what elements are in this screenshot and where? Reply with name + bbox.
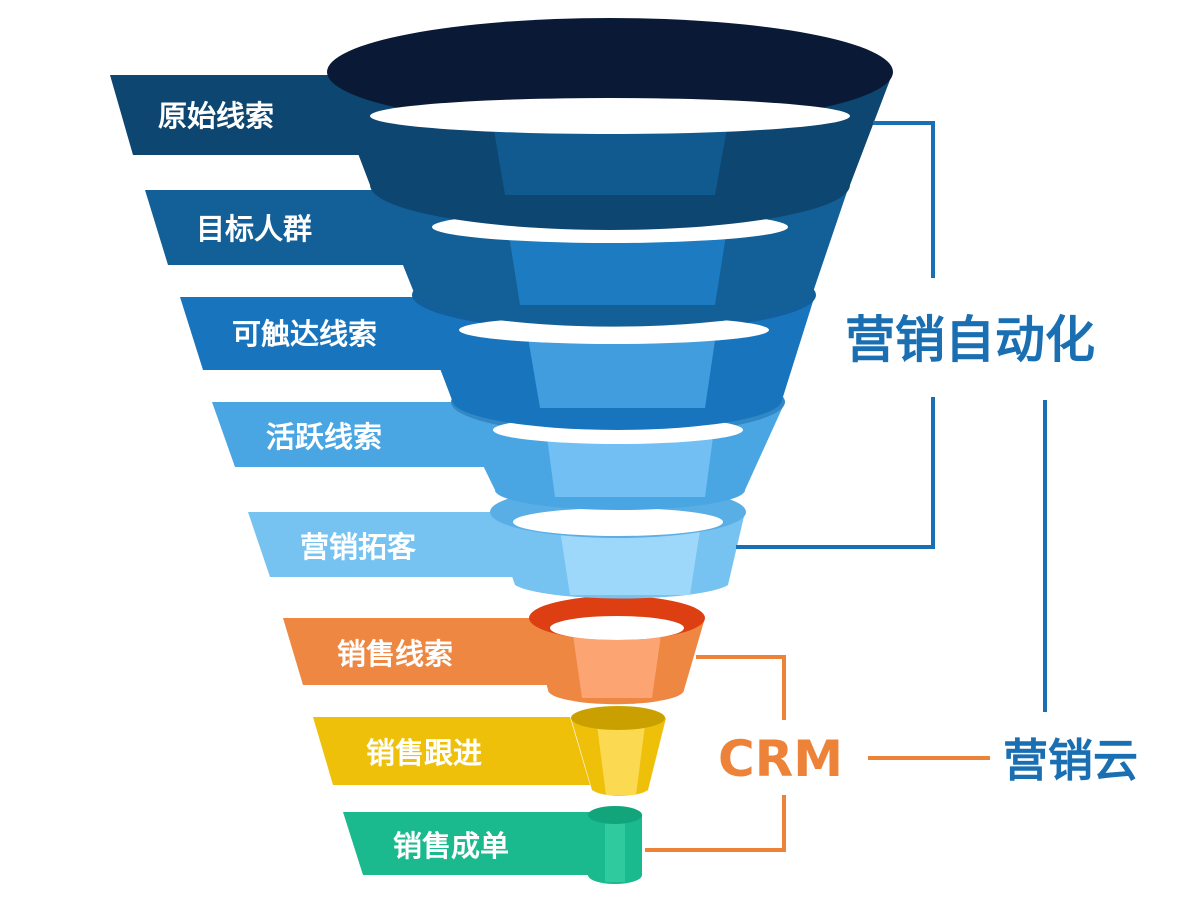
- funnel-layer-5: [490, 486, 746, 599]
- stage-label-5: 营销拓客: [300, 530, 417, 564]
- cloud-label: 营销云: [1003, 734, 1138, 787]
- stage-ribbon-1: [110, 75, 388, 155]
- stage-label-6: 销售线索: [337, 637, 453, 671]
- funnel-body: [327, 18, 893, 884]
- stage-label-1: 原始线索: [158, 99, 274, 133]
- stage-ribbons: [110, 75, 620, 875]
- stage-label-8: 销售成单: [393, 829, 509, 863]
- crm-label: CRM: [718, 730, 843, 788]
- stage-label-2: 目标人群: [196, 212, 312, 246]
- stage-label-3: 可触达线索: [232, 317, 377, 351]
- stage-ribbon-4: [212, 402, 488, 467]
- automation-label: 营销自动化: [845, 311, 1095, 369]
- automation-bracket: [736, 121, 935, 549]
- funnel-layer-7: [571, 706, 666, 796]
- stage-ribbon-3: [180, 297, 458, 370]
- stage-ribbon-8: [343, 812, 620, 875]
- stage-ribbon-7: [313, 717, 590, 785]
- funnel-layer-8: [588, 806, 642, 884]
- stage-label-7: 销售跟进: [366, 736, 482, 770]
- stage-ribbon-5: [248, 512, 520, 577]
- funnel-layer-6: [529, 596, 705, 705]
- funnel-layer-1: [327, 18, 893, 230]
- stage-label-4: 活跃线索: [266, 420, 382, 454]
- stage-ribbon-2: [145, 190, 420, 265]
- stage-ribbon-6: [283, 618, 560, 685]
- stage-labels: 原始线索 目标人群 可触达线索 活跃线索 营销拓客 销售线索 销售跟进 销售成单: [158, 99, 509, 863]
- crm-bracket: [645, 655, 786, 852]
